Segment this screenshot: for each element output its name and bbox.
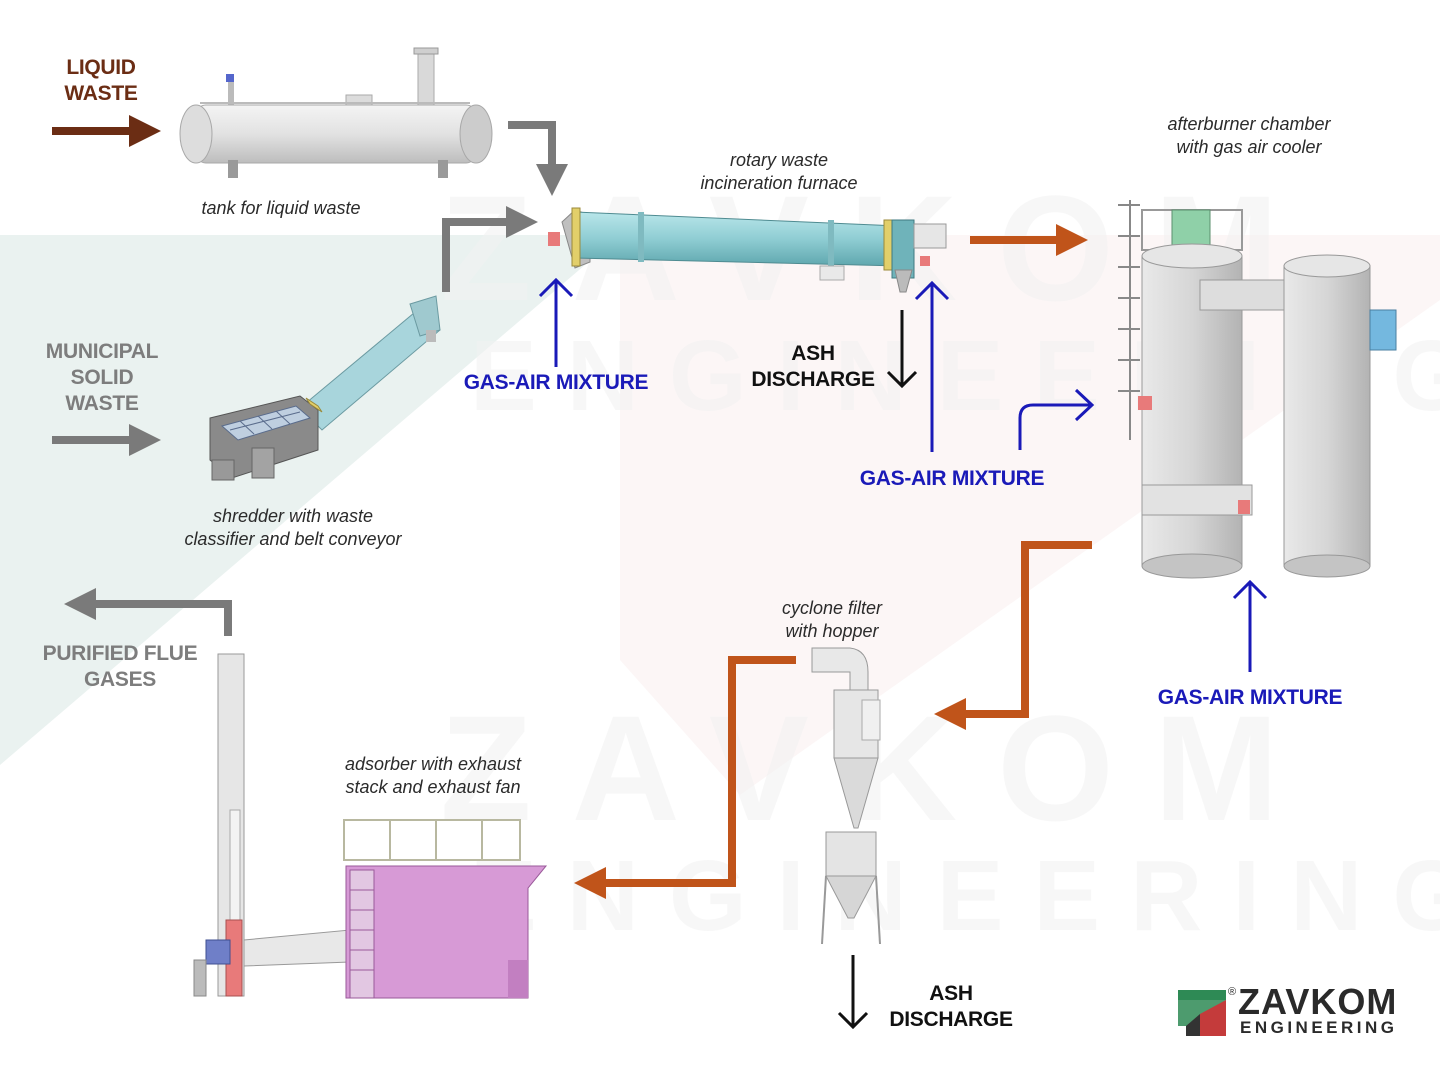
ash-discharge-cyclone-label: ASH DISCHARGE	[889, 982, 1013, 1031]
air-inlet-arrow-afterburner-bottom	[1232, 579, 1268, 672]
shredder-conveyor	[209, 295, 441, 481]
svg-text:ENGINEERING: ENGINEERING	[470, 320, 1440, 432]
afterburner-to-cyclone-arrow	[934, 541, 1092, 730]
afterburner-chamber	[1118, 200, 1397, 579]
liquid-waste-tank	[179, 47, 493, 178]
logo-name: ZAVKOM	[1238, 981, 1398, 1022]
ash-arrow-cyclone	[837, 955, 869, 1030]
logo-icon	[1178, 990, 1226, 1036]
liquid-waste-label: LIQUID WASTE	[64, 56, 138, 105]
shredder-caption: shredder with waste classifier and belt …	[184, 506, 402, 549]
purified-flue-gases-label: PURIFIED FLUE GASES	[42, 642, 198, 691]
furnace-caption: rotary waste incineration furnace	[700, 150, 858, 193]
municipal-solid-waste-label: MUNICIPAL SOLID WASTE	[45, 340, 159, 415]
conveyor-to-furnace-arrow	[442, 206, 538, 292]
rotary-furnace	[548, 207, 947, 293]
cyclone-caption: cyclone filter with hopper	[781, 598, 883, 641]
gas-air-mixture-label-outlet: GAS-AIR MIXTURE	[859, 467, 1045, 490]
adsorber-caption: adsorber with exhaust stack and exhaust …	[344, 754, 522, 797]
air-inlet-arrow-afterburner-side	[1018, 388, 1095, 450]
ash-arrow-furnace	[886, 310, 918, 389]
afterburner-caption: afterburner chamber with gas air cooler	[1167, 114, 1331, 157]
svg-text:ENGINEERING: ENGINEERING	[470, 840, 1440, 952]
air-inlet-arrow-furnace-outlet	[914, 280, 950, 452]
cyclone-filter	[811, 647, 881, 945]
stack-exhaust-arrow	[64, 588, 232, 636]
tank-caption: tank for liquid waste	[201, 198, 361, 218]
gas-air-mixture-label-afterburner: GAS-AIR MIXTURE	[1157, 686, 1343, 709]
gas-air-mixture-label-furnace: GAS-AIR MIXTURE	[463, 371, 649, 394]
adsorber-stack-fan	[193, 653, 548, 999]
ash-discharge-furnace-label: ASH DISCHARGE	[751, 342, 875, 391]
logo-subtitle: ENGINEERING	[1240, 1018, 1398, 1037]
cyclone-to-adsorber-arrow	[574, 656, 796, 899]
logo-registered-mark: ®	[1228, 986, 1237, 998]
tank-to-furnace-arrow	[508, 121, 568, 196]
air-inlet-arrow-furnace	[538, 277, 574, 367]
